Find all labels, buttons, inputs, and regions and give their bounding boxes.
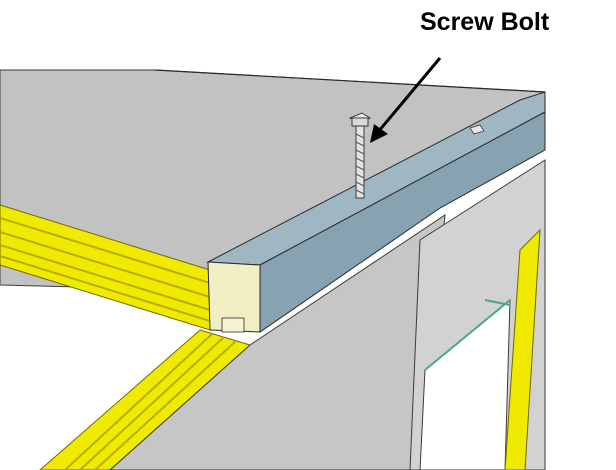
upper-left-rail-grooves (0, 217, 211, 322)
screw-bolt (348, 112, 371, 199)
glass-edge-inner (484, 299, 511, 306)
panel-seam-line (154, 69, 546, 93)
lower-panel (109, 213, 446, 470)
bolt-threads (355, 133, 365, 195)
glass-edge (424, 299, 511, 371)
callout-arrow-shaft (376, 57, 442, 133)
lower-left-rail-grooves (64, 333, 237, 470)
small-nut (469, 124, 485, 135)
beam-end-notch (221, 317, 245, 333)
lower-left-rail (39, 329, 251, 470)
bolt-shaft (355, 125, 365, 199)
callout-arrow-head (370, 124, 388, 143)
callout-label: Screw Bolt (420, 8, 550, 36)
right-vertical-rail (504, 228, 541, 470)
beam-end-face (207, 261, 261, 333)
bolt-head-side (351, 117, 369, 127)
